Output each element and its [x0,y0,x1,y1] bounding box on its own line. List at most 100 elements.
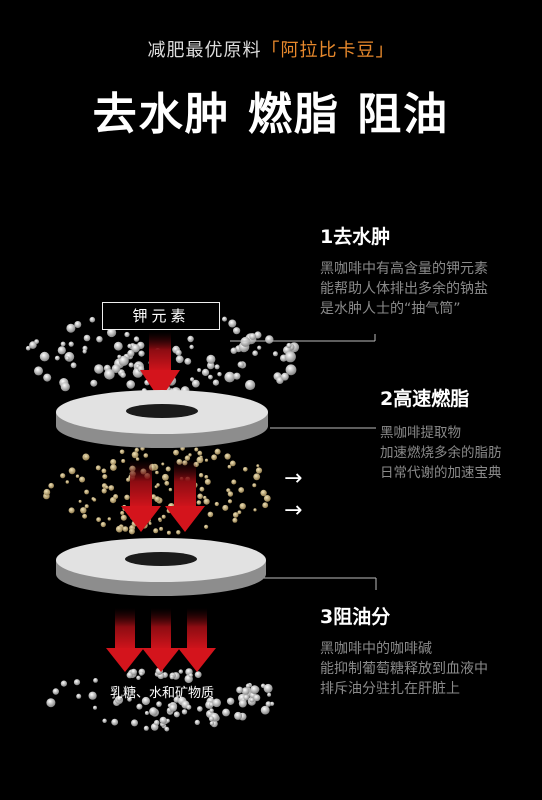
particle [75,474,80,478]
particle [130,668,137,676]
particle [124,331,130,338]
particle [68,467,76,475]
particle [204,475,209,479]
particle [252,350,258,357]
particle [257,345,262,350]
particle [198,473,204,478]
particle [155,470,159,475]
particle [256,464,260,468]
subtitle-highlight: 「阿拉比卡豆」 [261,40,395,61]
particle [224,371,235,383]
section-1-line: 黑咖啡中有高含量的钾元素 [320,261,488,277]
particle [68,507,75,514]
particle [236,686,244,694]
particle [169,703,178,712]
particle [126,477,131,482]
particle [34,339,39,344]
particle [101,468,107,474]
particle [57,346,66,355]
particle [117,354,122,359]
particle [43,488,51,496]
particle [131,719,138,727]
particle [110,459,117,465]
section-2-line: 黑咖啡提取物 [380,425,461,441]
particle [165,718,170,723]
particle [141,696,150,706]
particle [189,344,194,350]
particle [228,319,237,328]
particle [272,351,278,357]
particle [52,688,59,695]
particle [68,341,74,347]
particle [181,709,188,715]
particle [267,692,272,697]
particle [144,711,149,715]
particle [74,321,82,328]
particle [134,447,139,453]
particles-top [25,316,300,403]
particle [214,364,220,370]
particle [156,701,162,707]
particle [65,480,70,484]
particle [143,725,149,731]
particle [127,343,132,349]
section-2-line: 日常代谢的加速宝典 [380,465,502,481]
bottom-label: 乳糖、水和矿物质 [110,686,215,701]
particle [234,711,243,720]
particle [95,465,101,471]
particle [249,697,255,703]
particle [105,485,109,489]
section-3-line: 排斥油分驻扎在肝脏上 [320,681,460,697]
particle [76,693,82,699]
particle [203,498,210,505]
particle [260,705,270,715]
particle [113,494,119,500]
right-arrow-2: → [284,498,303,523]
particle [118,355,129,366]
particle [82,513,88,519]
particle [199,486,205,492]
red-arrow-5 [142,608,180,672]
particle [121,459,126,463]
particle [178,669,183,674]
particle [89,316,96,323]
particle [204,458,209,462]
particle [119,449,125,455]
particle [120,511,125,515]
particle [83,454,90,460]
particle [124,494,130,500]
particle [43,373,52,382]
particle [54,355,60,361]
headline: 去水肿 燃脂 阻油 [92,89,450,140]
section-2: 2高速燃脂 黑咖啡提取物 加速燃烧多余的脂肪 日常代谢的加速宝典 [380,384,540,483]
particle [83,334,91,342]
particle [207,361,215,370]
particle [60,341,66,347]
particle [138,350,145,357]
particle [232,517,238,523]
particle [116,696,122,702]
particle [34,366,43,376]
section-1-line: 能帮助人体排出多余的钠盐 [320,281,488,297]
particle [227,499,233,504]
particle [127,697,132,702]
particle [96,336,103,343]
particle [135,457,140,461]
particle [245,683,251,689]
particle [139,671,144,676]
particle [113,341,123,351]
particle [128,528,135,535]
particle [111,364,121,374]
particle [208,716,214,722]
particle [169,674,175,680]
particle [231,479,237,485]
particle [286,342,292,349]
particle [209,721,215,726]
particle [136,675,141,680]
particle [120,514,127,521]
particle [222,316,227,322]
particle [107,517,112,521]
particle [166,530,171,535]
particle [212,379,219,386]
particle [120,372,126,378]
